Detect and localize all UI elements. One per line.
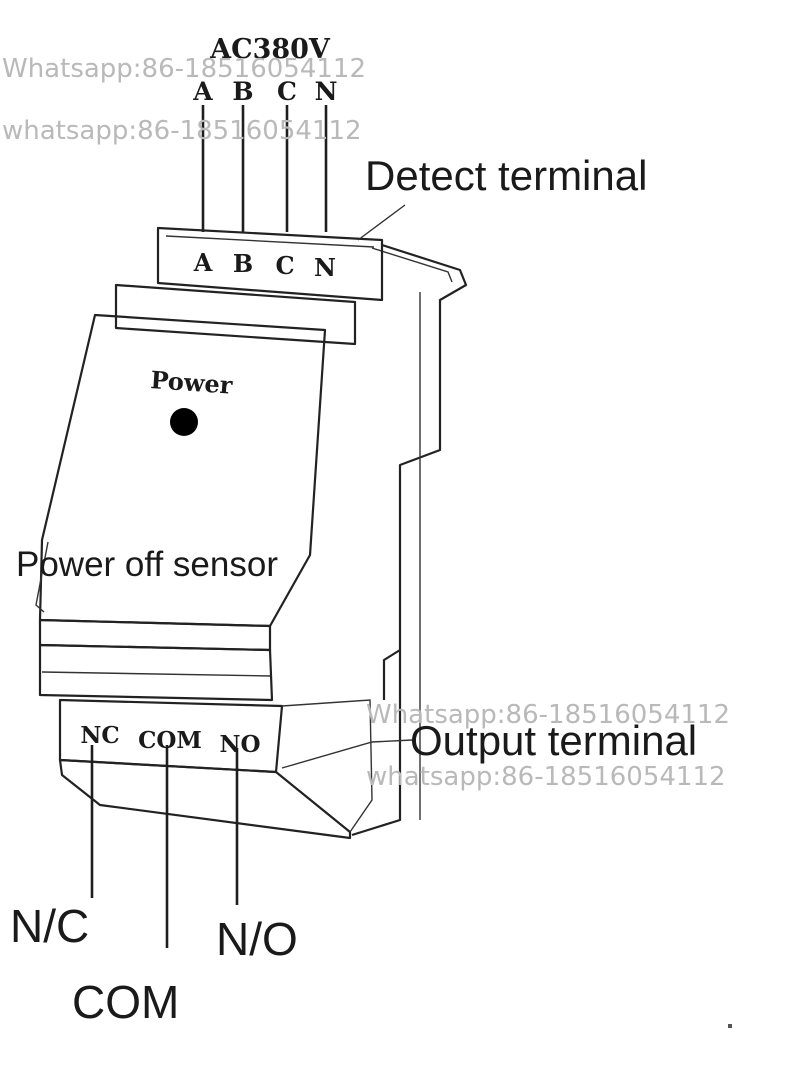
output-wire-no-label: N/O xyxy=(216,913,298,965)
output-terminal-base xyxy=(58,758,352,840)
detect-terminal-label: Detect terminal xyxy=(365,152,647,199)
terminal-label-c: C xyxy=(275,251,294,280)
lower-step-2 xyxy=(38,643,274,702)
top-step xyxy=(114,283,357,346)
watermark-3: Whatsapp:86-18516054112 xyxy=(366,700,730,730)
watermark-1: Whatsapp:86-18516054112 xyxy=(2,54,366,84)
leader-detect-terminal xyxy=(357,204,406,241)
watermark-2: whatsapp:86-18516054112 xyxy=(2,116,362,146)
output-wire-nc-label: N/C xyxy=(10,900,89,952)
terminal-label-n: N xyxy=(314,253,336,282)
power-indicator-led xyxy=(170,408,198,436)
top-label-a: A xyxy=(192,77,213,106)
leader-output-terminal xyxy=(281,739,413,769)
terminal-label-b: B xyxy=(233,249,253,278)
top-label-c: C xyxy=(277,77,297,106)
watermark-4: whatsapp:86-18516054112 xyxy=(366,762,726,792)
power-label: Power xyxy=(150,365,234,400)
device-name-label: Power off sensor xyxy=(16,545,278,584)
terminal-label-a: A xyxy=(193,248,213,277)
lower-step-groove xyxy=(41,671,271,677)
device-side-edge xyxy=(371,247,453,283)
stray-mark xyxy=(728,1024,732,1028)
device-side-rail xyxy=(381,243,468,700)
detect-terminal-block xyxy=(156,226,384,302)
output-pin-com: COM xyxy=(138,727,202,754)
top-label-n: N xyxy=(315,77,338,106)
front-face-left-edge xyxy=(35,541,49,613)
output-pin-no: NO xyxy=(219,731,260,758)
output-pin-nc: NC xyxy=(80,722,119,749)
detect-terminal-top-edge xyxy=(165,235,375,248)
output-wire-com-label: COM xyxy=(72,976,179,1028)
output-terminal-side xyxy=(281,699,373,833)
top-label-b: B xyxy=(232,77,253,106)
output-terminal-label: Output terminal xyxy=(410,717,697,764)
device-lower-side xyxy=(351,650,402,837)
voltage-label: AC380V xyxy=(209,34,331,65)
